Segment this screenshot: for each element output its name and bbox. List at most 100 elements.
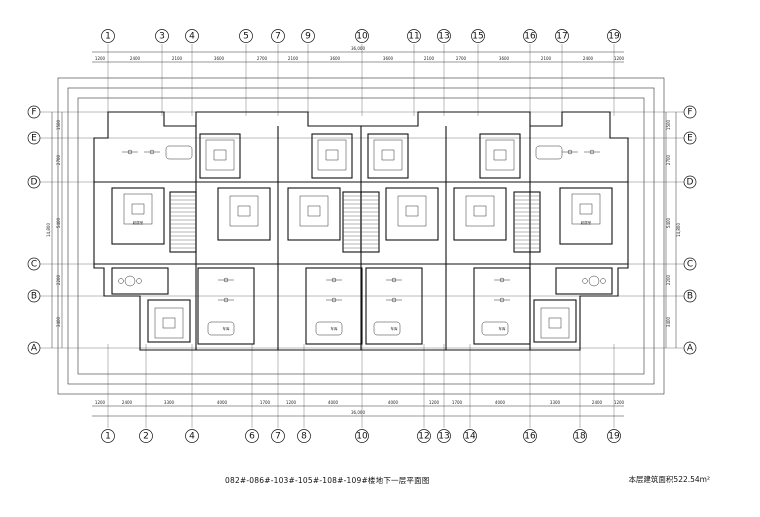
row-axis-label: D: [687, 178, 694, 188]
bottom-axis-bubble: 4: [185, 429, 199, 443]
top-axis-label: 1: [105, 32, 111, 42]
right-dimension-value: 1500: [666, 119, 671, 130]
bottom-axis-label: 12: [418, 432, 429, 442]
top-axis-bubble: 9: [301, 29, 315, 43]
building-walls: [93, 111, 629, 351]
row-axis-label: F: [31, 108, 36, 118]
bottom-axis-label: 19: [608, 432, 620, 442]
top-axis-bubble: 3: [155, 29, 169, 43]
sofa-set-symbol: [205, 139, 235, 171]
row-axis-label: D: [31, 178, 38, 188]
top-axis-bubble: 1: [101, 29, 115, 43]
top-axis-bubble: 15: [471, 29, 485, 43]
bottom-dimension-chain: [92, 405, 624, 417]
dimension-value: 1200: [286, 400, 297, 405]
top-axis-bubble: 17: [555, 29, 569, 43]
dimension-value: 2100: [288, 56, 299, 61]
row-axis-label: B: [31, 292, 37, 302]
bottom-axis-label: 4: [189, 432, 195, 442]
furniture-symbols: [118, 139, 606, 339]
bottom-axis-label: 13: [438, 432, 449, 442]
left-total-dimension: 14,800: [46, 223, 51, 237]
dimension-value: 4000: [495, 400, 506, 405]
bicycle-symbol: [494, 277, 510, 283]
right-dimension-value: 2700: [666, 154, 671, 165]
top-axis-label: 19: [608, 32, 620, 42]
site-boundary: [57, 77, 665, 395]
right-dimension-value: 2200: [666, 274, 671, 285]
living-label-right: 起居室: [581, 220, 592, 225]
dimension-value: 3600: [214, 56, 225, 61]
row-axis-label: A: [31, 344, 38, 354]
bicycle-symbol: [584, 149, 600, 155]
dimension-value: 2400: [122, 400, 133, 405]
dimension-value: 1200: [95, 400, 106, 405]
sofa-set-symbol: [465, 195, 495, 227]
sofa-set-symbol: [397, 195, 427, 227]
top-axis-label: 5: [243, 32, 249, 42]
dimension-value: 2100: [172, 56, 183, 61]
top-total-dimension: 36,000: [351, 46, 365, 51]
top-axis-bubble: 11: [407, 29, 421, 43]
sofa-set-symbol: [485, 139, 515, 171]
stair-treads: [170, 195, 540, 249]
row-axis-label: F: [687, 108, 692, 118]
right-dimension-value: 5400: [666, 217, 671, 228]
floor-area-note: 本层建筑面积522.54m²: [628, 475, 710, 484]
top-axis-bubble: 4: [185, 29, 199, 43]
right-dimension-chain: [665, 112, 677, 348]
top-axis-bubble: 16: [523, 29, 537, 43]
bottom-axis-bubble: 13: [437, 429, 451, 443]
row-axis-bubble: B: [683, 289, 697, 303]
bottom-axis-bubble: 12: [417, 429, 431, 443]
dimension-value: 2100: [424, 56, 435, 61]
bicycle-symbol: [122, 149, 138, 155]
sofa-set-symbol: [317, 139, 347, 171]
top-axis-label: 16: [524, 32, 536, 42]
left-dimension-value: 3400: [56, 316, 61, 327]
dimension-value: 1200: [429, 400, 440, 405]
bottom-axis-label: 6: [249, 432, 255, 442]
dining-table-symbol: [582, 275, 606, 287]
car-symbol: [481, 321, 509, 336]
dimension-value: 1700: [260, 400, 271, 405]
bottom-axis-bubble: 7: [271, 429, 285, 443]
top-axis-bubble: 19: [607, 29, 621, 43]
garage-label-mid-right: 车库: [391, 326, 399, 331]
left-dimension-value: 2200: [56, 274, 61, 285]
dimension-value: 1700: [452, 400, 463, 405]
bottom-axis-bubble: 14: [463, 429, 477, 443]
sofa-set-symbol: [299, 195, 329, 227]
row-axis-label: C: [687, 260, 693, 270]
bottom-total-dimension: 36,000: [351, 410, 365, 415]
top-axis-label: 10: [356, 32, 368, 42]
dimension-value: 1200: [95, 56, 106, 61]
row-axis-bubble: D: [683, 175, 697, 189]
row-axis-bubble: C: [683, 257, 697, 271]
bicycle-symbol: [326, 297, 342, 303]
living-label-left: 起居室: [133, 220, 144, 225]
dining-table-symbol: [118, 275, 142, 287]
bicycle-symbol: [218, 297, 234, 303]
bottom-axis-bubble: 6: [245, 429, 259, 443]
bottom-axis-bubble: 1: [101, 429, 115, 443]
row-axis-label: E: [687, 134, 693, 144]
left-dimension-chain: [51, 112, 63, 348]
vertical-grid-lines: [107, 44, 615, 428]
row-axis-bubble: D: [27, 175, 41, 189]
sofa-set-symbol: [373, 139, 403, 171]
bicycle-symbol: [218, 277, 234, 283]
sofa-set-symbol: [123, 193, 153, 225]
bottom-axis-bubble: 18: [573, 429, 587, 443]
row-axis-bubble: E: [683, 131, 697, 145]
row-axis-bubble: C: [27, 257, 41, 271]
bicycle-symbol: [326, 277, 342, 283]
dimension-value: 3300: [164, 400, 175, 405]
car-symbol: [315, 321, 343, 336]
row-axis-bubble: F: [683, 105, 697, 119]
sofa-set-symbol: [540, 307, 570, 339]
bottom-axis-label: 10: [356, 432, 368, 442]
row-axis-bubble: B: [27, 289, 41, 303]
